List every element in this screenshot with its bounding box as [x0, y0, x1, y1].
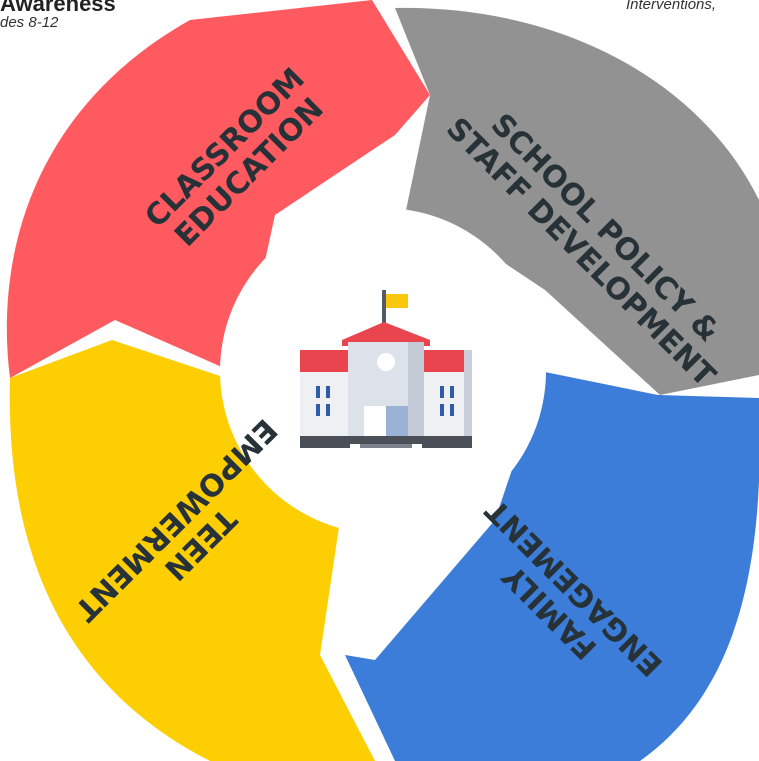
page-title: Awareness: [0, 0, 116, 16]
segment-school-policy: [395, 7, 759, 396]
school-building-icon: [300, 290, 472, 448]
segment-classroom: [6, 0, 430, 378]
segment-family: [345, 372, 759, 761]
interventions-subtitle: Interventions,: [626, 0, 717, 13]
segment-teen: [9, 340, 375, 761]
grade-subtitle: des 8-12: [0, 14, 59, 31]
